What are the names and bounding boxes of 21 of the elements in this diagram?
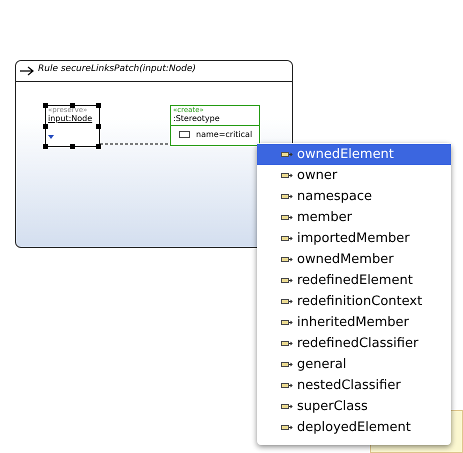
preserve-node — [45, 105, 100, 147]
menu-item: nestedClassifier — [257, 375, 451, 396]
menu-item: namespace — [257, 186, 451, 207]
menu-item: deployedElement — [257, 417, 451, 438]
object-name: input:Node — [47, 114, 94, 123]
menu-item: redefinedElement — [257, 270, 451, 291]
object-name: :Stereotype — [171, 114, 259, 126]
rule-frame — [15, 60, 293, 248]
attribute-label: name=critical — [196, 130, 252, 139]
create-node — [170, 105, 260, 146]
menu-item: ownedMember — [257, 249, 451, 270]
menu-item: ownedElement — [257, 144, 451, 165]
rule-title: Rule secureLinksPatch(input:Node) — [38, 64, 196, 74]
menu-item: importedMember — [257, 228, 451, 249]
menu-item: superClass — [257, 396, 451, 417]
menu-item: member — [257, 207, 451, 228]
menu-item: general — [257, 354, 451, 375]
menu-item: owner — [257, 165, 451, 186]
menu-item: redefinitionContext — [257, 291, 451, 312]
menu-item: inheritedMember — [257, 312, 451, 333]
menu-item: redefinedClassifier — [257, 333, 451, 354]
